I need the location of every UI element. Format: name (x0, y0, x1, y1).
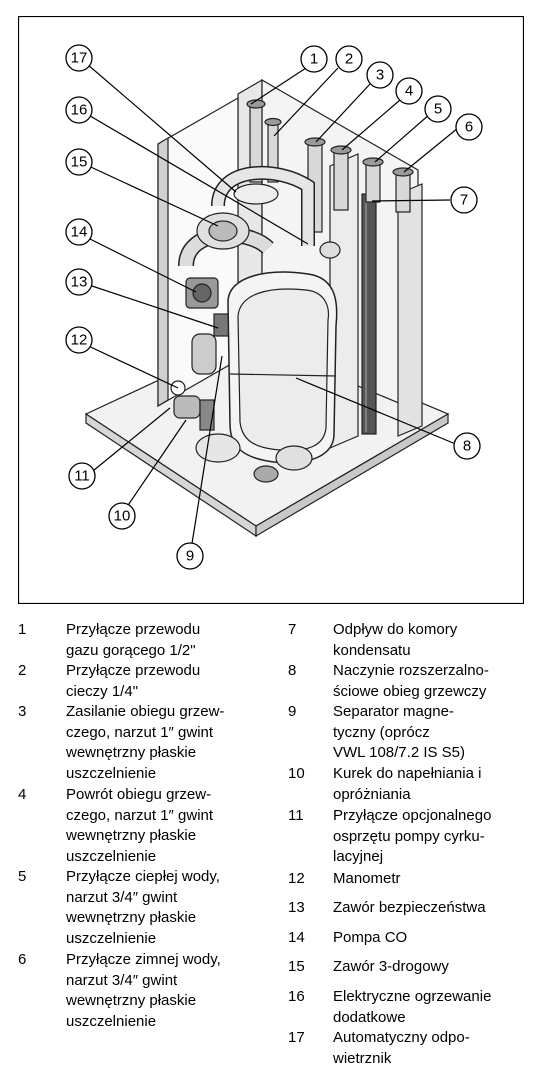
svg-text:5: 5 (434, 101, 442, 118)
diagram-frame: 1 2 3 4 5 6 7 8 9 10 11 12 13 14 15 16 1… (17, 15, 525, 605)
svg-text:2: 2 (345, 51, 353, 68)
svg-text:8: 8 (463, 438, 471, 455)
svg-text:12: 12 (71, 332, 88, 349)
callout-12: 12 (65, 326, 93, 354)
callout-8: 8 (453, 432, 481, 460)
callout-10: 10 (108, 502, 136, 530)
callout-1: 1 (300, 45, 328, 73)
svg-text:7: 7 (460, 192, 468, 209)
svg-text:10: 10 (114, 508, 131, 525)
svg-text:4: 4 (405, 83, 413, 100)
callout-11: 11 (68, 462, 96, 490)
callout-2: 2 (335, 45, 363, 73)
heat-pump-unit-drawing (84, 78, 450, 538)
callout-16: 16 (65, 96, 93, 124)
callout-3: 3 (366, 61, 394, 89)
svg-text:13: 13 (71, 274, 88, 291)
callout-9: 9 (176, 542, 204, 570)
callout-15: 15 (65, 148, 93, 176)
callout-6: 6 (455, 113, 483, 141)
callout-13: 13 (65, 268, 93, 296)
leader-lines (79, 57, 459, 557)
callout-4: 4 (395, 77, 423, 105)
svg-text:6: 6 (465, 119, 473, 136)
callout-7: 7 (450, 186, 478, 214)
svg-text:11: 11 (74, 468, 90, 485)
svg-text:14: 14 (71, 224, 88, 241)
svg-text:17: 17 (71, 50, 88, 67)
callout-5: 5 (424, 95, 452, 123)
svg-text:16: 16 (71, 102, 88, 119)
svg-text:9: 9 (186, 548, 194, 565)
svg-text:15: 15 (71, 154, 88, 171)
callout-14: 14 (65, 218, 93, 246)
svg-text:3: 3 (376, 67, 384, 84)
callout-17: 17 (65, 44, 93, 72)
svg-text:1: 1 (310, 51, 318, 68)
